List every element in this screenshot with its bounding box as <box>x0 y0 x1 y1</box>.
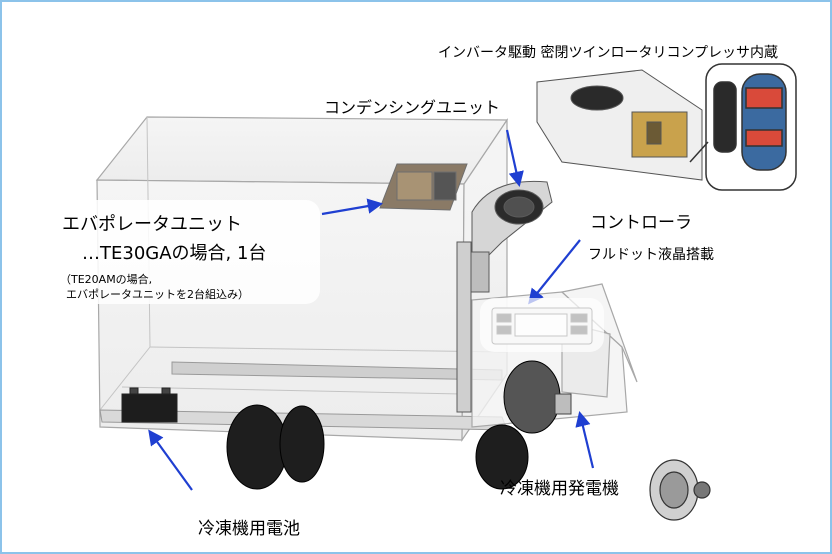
arrow-evaporator <box>321 198 384 216</box>
arrow-battery <box>148 429 193 491</box>
compressor-note: インバータ駆動 密閉ツインロータリコンプレッサ内蔵 <box>438 45 779 61</box>
evaporator-note2: エバポレータユニットを2台組込み） <box>66 288 249 301</box>
battery-label: 冷凍機用電池 <box>198 519 300 539</box>
tires <box>226 360 561 490</box>
evaporator-unit <box>379 163 468 211</box>
evaporator-callout <box>48 200 320 304</box>
pointer-arrows <box>148 129 595 491</box>
controller-subtitle: フルドット液晶搭載 <box>588 247 714 263</box>
generator-label: 冷凍機用発電機 <box>500 479 619 499</box>
arrow-condensing <box>505 129 524 188</box>
condensing-unit <box>456 180 553 413</box>
generator-on-engine <box>554 393 572 415</box>
evaporator-note1: （TE20AMの場合, <box>60 273 153 286</box>
evaporator-line2: …TE30GAの場合, 1台 <box>82 243 267 264</box>
arrow-generator <box>575 411 595 469</box>
controller-title: コントローラ <box>590 213 692 233</box>
battery-illustration <box>121 387 178 423</box>
inset-compressor <box>689 63 797 191</box>
inset-unit-cutaway <box>536 69 703 181</box>
arrow-controller <box>528 239 581 305</box>
condensing-unit-label: コンデンシングユニット <box>324 98 501 117</box>
controller-callout <box>480 298 604 352</box>
evaporator-title: エバポレータユニット <box>62 214 242 235</box>
alternator-illustration <box>649 459 711 521</box>
